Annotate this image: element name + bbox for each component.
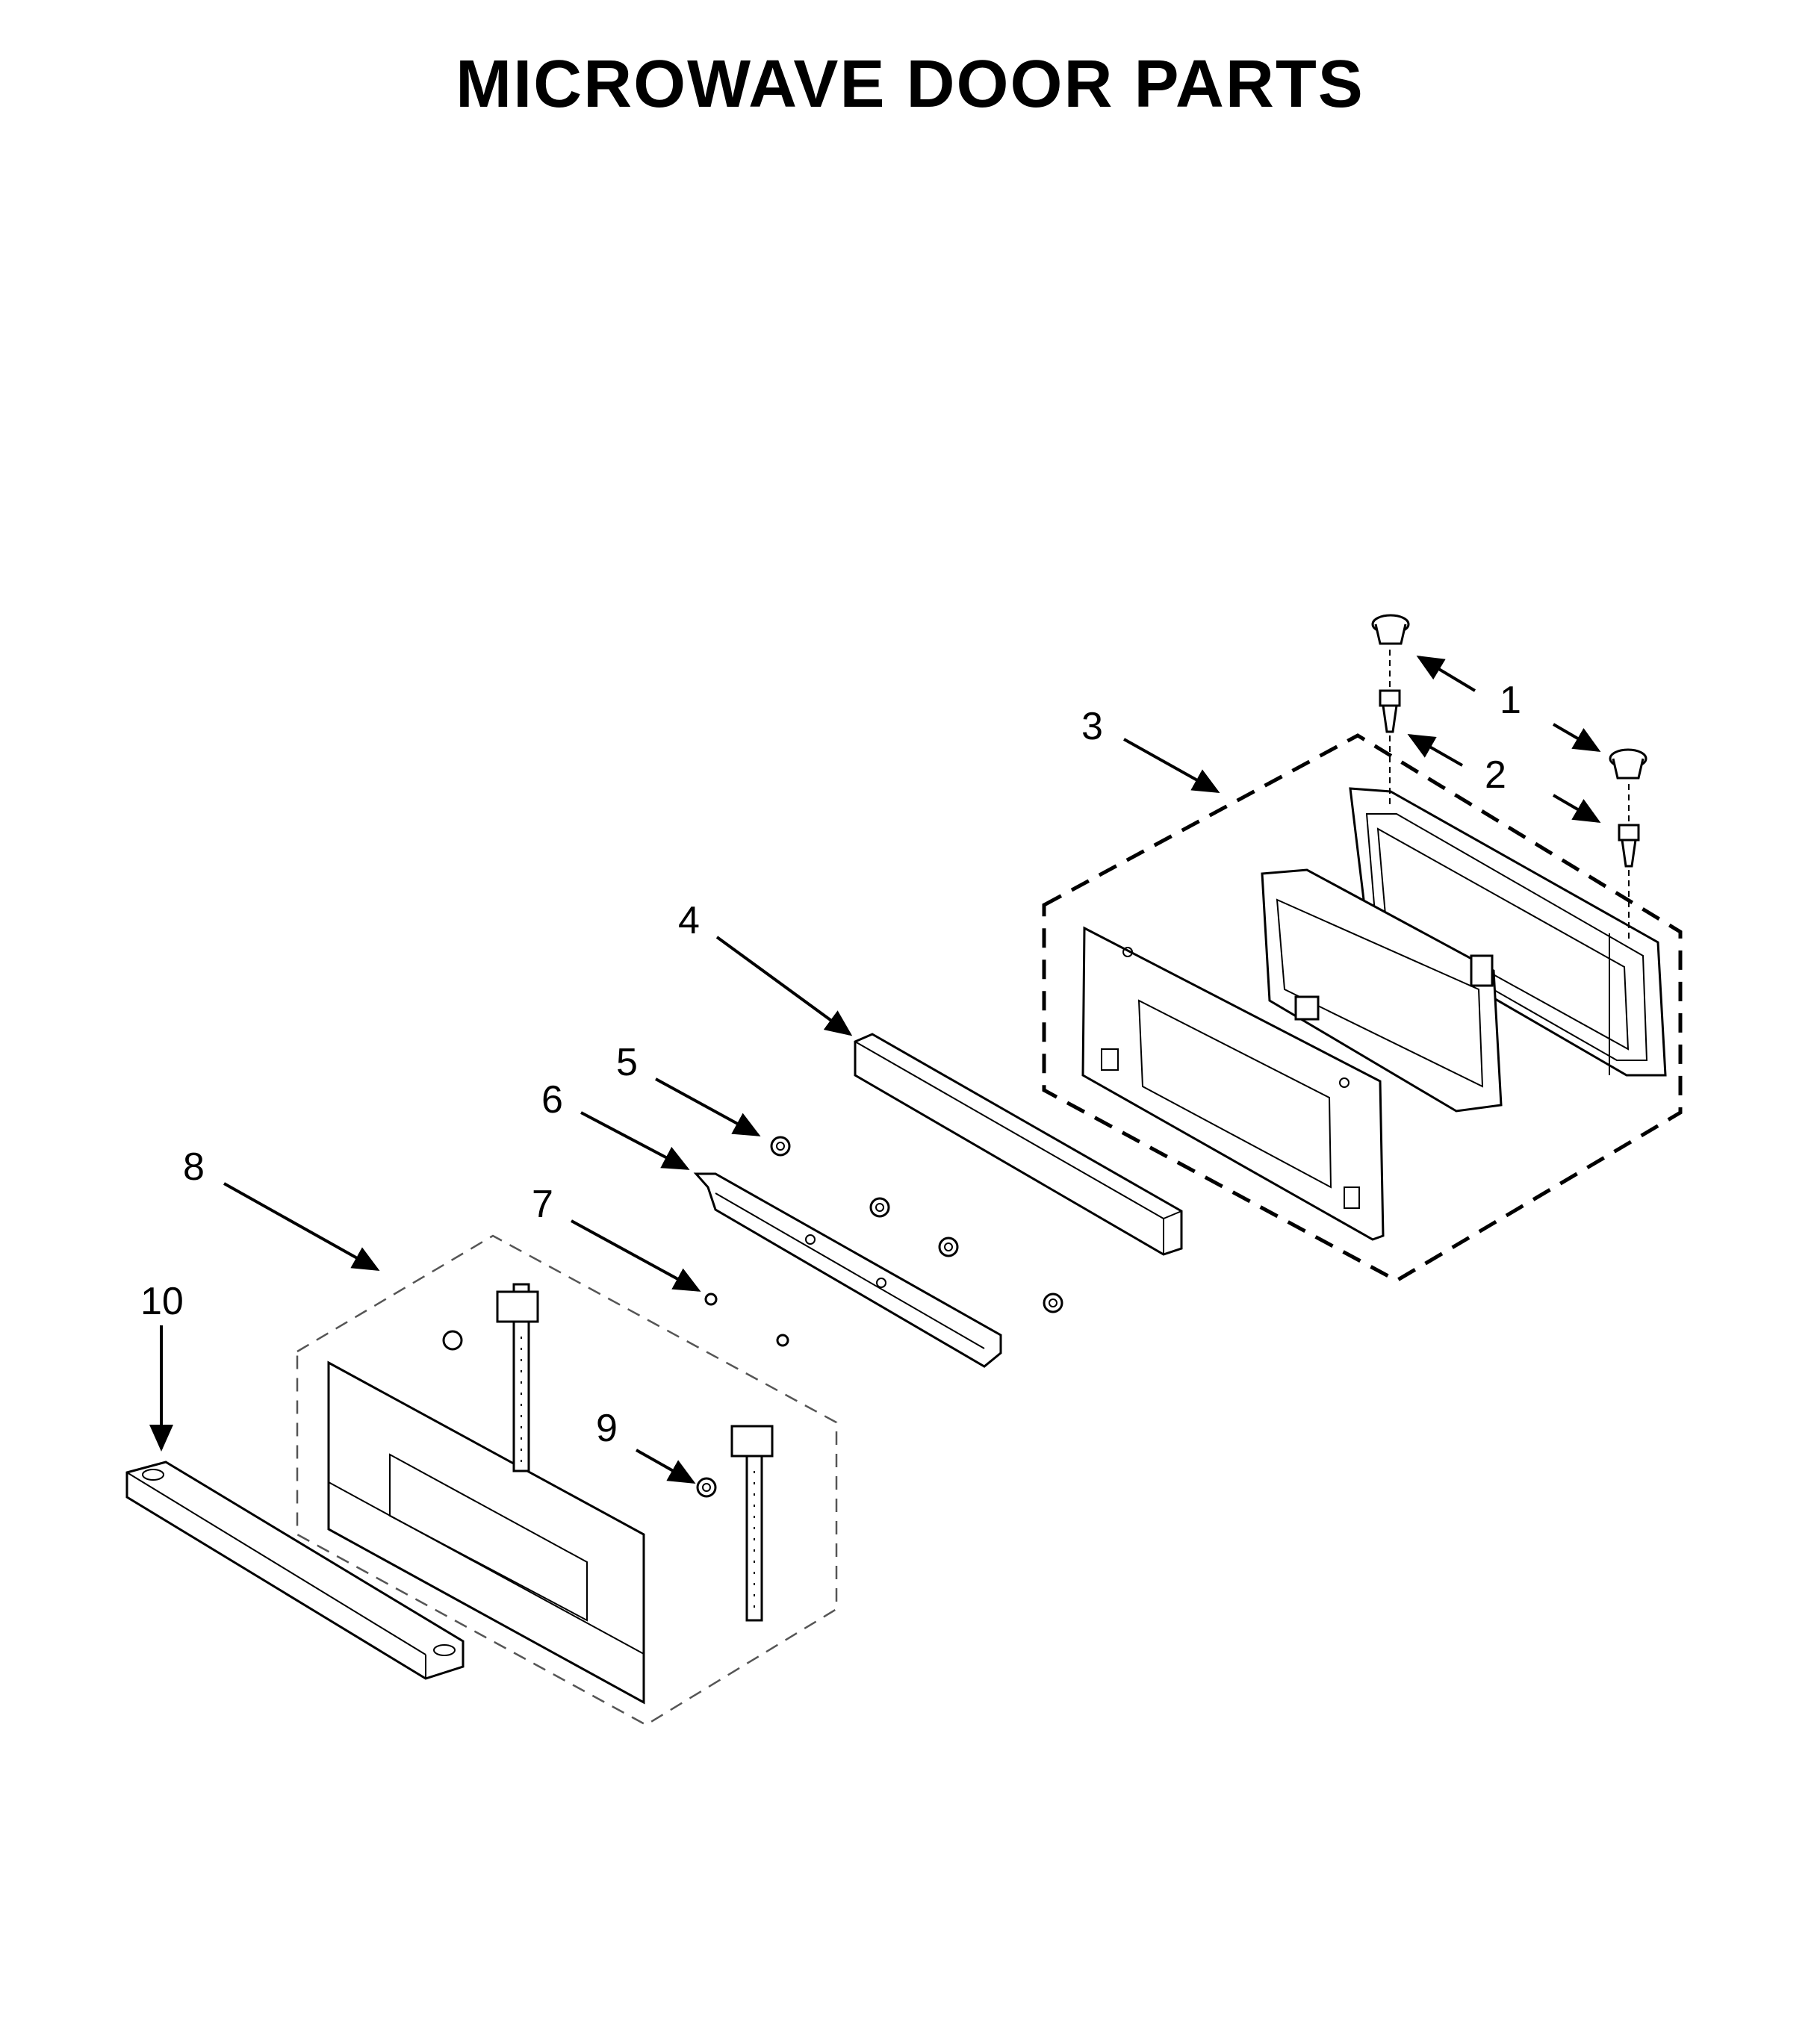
nut-part-9: [696, 1477, 717, 1498]
hinge-bracket-right: [730, 1425, 774, 1622]
door-handle-part-10: [125, 1461, 465, 1680]
callout-2: 2: [1485, 753, 1506, 797]
callout-5: 5: [616, 1041, 638, 1084]
bracket-part-6: [693, 1172, 1002, 1368]
screw-part-2: [1379, 689, 1640, 868]
callout-7: 7: [532, 1183, 553, 1226]
callout-4: 4: [678, 899, 700, 942]
callout-3: 3: [1081, 705, 1103, 748]
page-title: MICROWAVE DOOR PARTS: [456, 47, 1364, 122]
plug-part-1: [1371, 614, 1647, 780]
callout-arrows: [149, 655, 1601, 1484]
callout-10: 10: [140, 1280, 184, 1323]
hinge-bracket-left: [496, 1283, 539, 1472]
door-choke-frame: [1261, 868, 1503, 1113]
callout-6: 6: [541, 1078, 563, 1122]
callout-9: 9: [596, 1407, 618, 1450]
callout-1: 1: [1500, 679, 1521, 722]
door-glass-panel: [327, 1330, 645, 1705]
nut-part-5: [770, 1136, 1063, 1313]
door-front-panel: [1081, 926, 1385, 1241]
door-assembly-outline: [1042, 733, 1683, 1283]
callout-8: 8: [183, 1145, 205, 1189]
door-glass-outline: [296, 1234, 838, 1726]
foam-strip-part-4: [854, 1033, 1183, 1256]
screw-part-7: [704, 1293, 789, 1347]
